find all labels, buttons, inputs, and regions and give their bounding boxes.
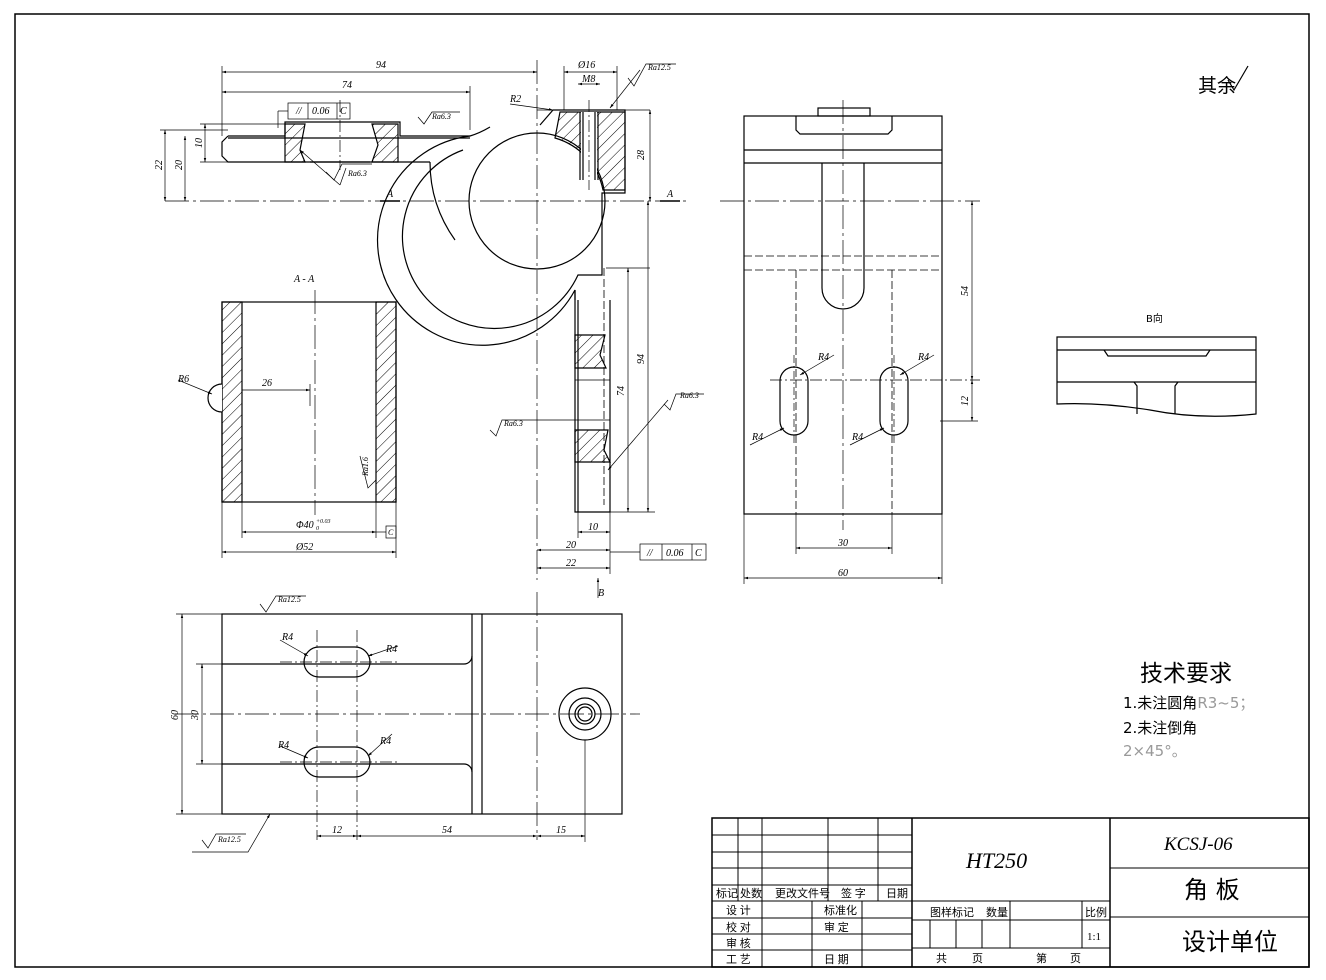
standard-label: 标准化 bbox=[824, 903, 857, 917]
b-view-arrow-label: B bbox=[598, 588, 604, 599]
dim-15: 15 bbox=[556, 825, 566, 836]
tech-requirements-title: 技术要求 bbox=[1140, 661, 1232, 687]
ra-label: Ra6.3 bbox=[503, 419, 523, 428]
dim-20: 20 bbox=[566, 540, 576, 551]
dim-74: 74 bbox=[342, 80, 352, 91]
sheet-border bbox=[14, 13, 1310, 968]
dim-r4: R4 bbox=[385, 644, 397, 655]
tol-symbol: // bbox=[646, 548, 654, 559]
b-view-title: B向 bbox=[1146, 312, 1163, 325]
design-label: 设 计 bbox=[726, 904, 751, 917]
dim-r4: R4 bbox=[379, 736, 391, 747]
section-aa-view bbox=[207, 290, 397, 515]
bore-tol-lower: 0 bbox=[316, 526, 319, 532]
dim-26: 26 bbox=[262, 378, 272, 389]
ra-label: Ra12.5 bbox=[647, 63, 671, 72]
dim-r4: R4 bbox=[281, 632, 293, 643]
dim-30: 30 bbox=[190, 710, 201, 721]
side-leg-view bbox=[574, 268, 611, 513]
dim-m8: M8 bbox=[581, 74, 595, 85]
dim-20: 20 bbox=[174, 160, 185, 170]
ra-label: Ra12.5 bbox=[217, 835, 241, 844]
surface-finish-note: 其余 bbox=[1198, 75, 1236, 97]
tol-datum: C bbox=[695, 548, 702, 559]
sheet-label: 第 bbox=[1036, 951, 1047, 965]
tol-value: 0.06 bbox=[312, 106, 330, 117]
tol-datum: C bbox=[340, 106, 347, 117]
tech-line-2: 2.未注倒角 bbox=[1123, 719, 1197, 737]
dim-28: 28 bbox=[636, 150, 647, 160]
dim-54: 54 bbox=[960, 286, 971, 296]
dim-60: 60 bbox=[838, 568, 848, 579]
dim-r4: R4 bbox=[817, 352, 829, 363]
b-view bbox=[1056, 336, 1257, 417]
bottom-view bbox=[175, 592, 640, 840]
date-label: 日 期 bbox=[824, 953, 849, 966]
dim-bore: Φ40 bbox=[296, 520, 314, 531]
dim-r2: R2 bbox=[509, 94, 521, 105]
total-label: 共 bbox=[936, 952, 947, 965]
dim-10: 10 bbox=[194, 138, 205, 148]
scale-label: 比例 bbox=[1085, 905, 1107, 919]
tech-line-3: 2×45°。 bbox=[1123, 742, 1187, 760]
section-a-right: A bbox=[666, 189, 674, 200]
company: 设计单位 bbox=[1182, 928, 1278, 956]
bore-tol: +0.03 bbox=[316, 519, 331, 525]
drawing-number: KCSJ-06 bbox=[1163, 834, 1233, 855]
tol-symbol: // bbox=[295, 106, 303, 117]
dim-54: 54 bbox=[442, 825, 452, 836]
ra-label: Ra6.3 bbox=[347, 169, 367, 178]
sample-mark-label: 图样标记 bbox=[930, 905, 974, 919]
ra-label: Ra1.6 bbox=[361, 457, 370, 477]
tol-value: 0.06 bbox=[666, 548, 684, 559]
dim-30: 30 bbox=[837, 538, 848, 549]
datum-c: C bbox=[388, 528, 394, 537]
approve-label: 审 定 bbox=[824, 920, 849, 934]
ra-label: Ra6.3 bbox=[431, 112, 451, 121]
dim-52: Ø52 bbox=[295, 542, 313, 553]
process-label: 工 艺 bbox=[726, 953, 751, 966]
dim-r6: R6 bbox=[177, 374, 189, 385]
scale-value: 1:1 bbox=[1087, 931, 1101, 943]
dim-r4: R4 bbox=[277, 740, 289, 751]
check-label: 校 对 bbox=[726, 920, 751, 934]
main-view bbox=[165, 60, 690, 580]
pages-label: 页 bbox=[972, 953, 983, 965]
dim-12: 12 bbox=[960, 396, 971, 406]
tech-line-1: 1.未注圆角R3~5； bbox=[1123, 694, 1254, 712]
title-block bbox=[711, 817, 1310, 968]
dim-94: 94 bbox=[376, 60, 386, 71]
dim-10: 10 bbox=[588, 522, 598, 533]
rev-header: 签 字 bbox=[841, 886, 866, 900]
dim-r4: R4 bbox=[917, 352, 929, 363]
review-label: 审 核 bbox=[726, 936, 751, 950]
part-name: 角 板 bbox=[1184, 876, 1240, 904]
right-view bbox=[720, 100, 980, 530]
dim-94: 94 bbox=[636, 354, 647, 364]
rev-header: 标记 bbox=[716, 886, 738, 900]
quantity-label: 数量 bbox=[986, 906, 1008, 919]
rev-header: 更改文件号 bbox=[775, 886, 830, 900]
rev-header: 日期 bbox=[886, 887, 908, 900]
dim-74: 74 bbox=[616, 386, 627, 396]
ra-label: Ra12.5 bbox=[277, 595, 301, 604]
dim-60: 60 bbox=[170, 710, 181, 720]
rev-header: 处数 bbox=[740, 887, 762, 900]
material: HT250 bbox=[965, 848, 1027, 873]
section-a-left: A bbox=[386, 189, 394, 200]
section-title: A - A bbox=[293, 274, 315, 285]
ra-label: Ra6.3 bbox=[679, 391, 699, 400]
dim-22: 22 bbox=[566, 558, 576, 569]
dim-r4: R4 bbox=[851, 432, 863, 443]
dim-12: 12 bbox=[332, 825, 342, 836]
surface-finish-icon bbox=[1227, 65, 1249, 92]
dim-16: Ø16 bbox=[577, 60, 595, 71]
page-label: 页 bbox=[1070, 953, 1081, 965]
dim-r4: R4 bbox=[751, 432, 763, 443]
dim-22: 22 bbox=[154, 160, 165, 170]
